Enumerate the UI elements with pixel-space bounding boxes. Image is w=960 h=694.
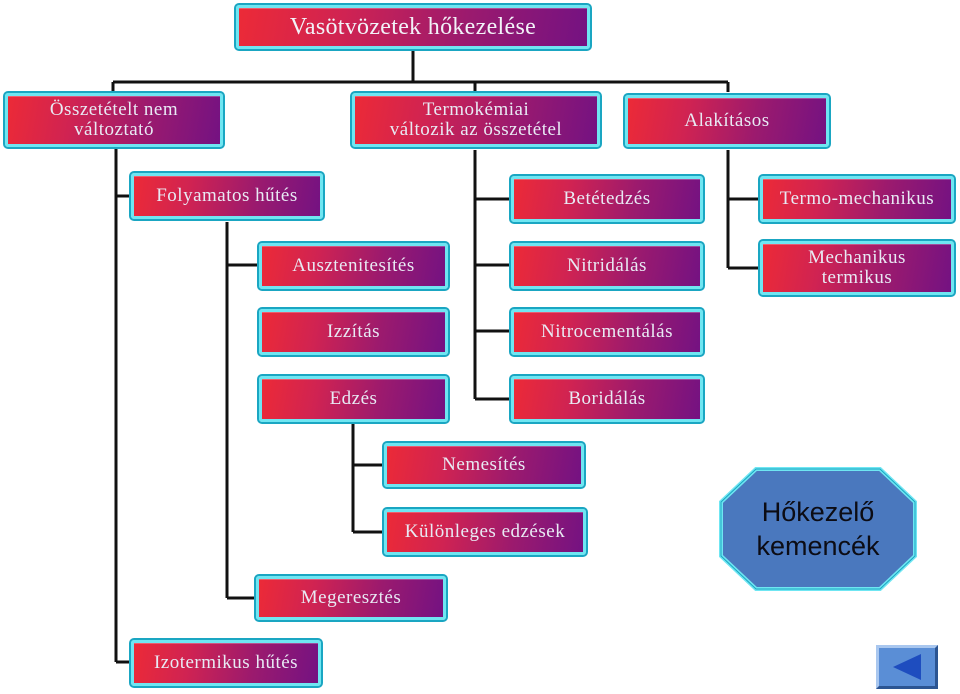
back-button[interactable]: [876, 645, 938, 689]
node-folyamatos-hutes: Folyamatos hűtés: [129, 171, 325, 221]
kemencek-octagon-shape[interactable]: [718, 466, 918, 592]
diagram-title: Vasötvözetek hőkezelése: [234, 3, 592, 51]
node-osszetetelt-nem-valtoztato: Összetételt nem változtató: [3, 91, 225, 149]
node-alakitasos: Alakításos: [623, 93, 831, 149]
node-izzitas: Izzítás: [257, 307, 450, 357]
node-kulonleges-edzesek: Különleges edzések: [382, 507, 588, 557]
node-ausztenitesites: Ausztenitesítés: [257, 241, 450, 291]
node-boridalas: Boridálás: [509, 374, 705, 424]
node-termokemiai: Termokémiai változik az összetétel: [350, 91, 602, 149]
node-nitridalas: Nitridálás: [509, 241, 705, 291]
back-arrow-icon: [893, 654, 921, 680]
node-megeresztes: Megeresztés: [254, 574, 448, 622]
node-nitrocementalas: Nitrocementálás: [509, 307, 705, 357]
node-edzes: Edzés: [257, 374, 450, 424]
node-betetedzes: Betétedzés: [509, 174, 705, 224]
node-izotermikus-hutes: Izotermikus hűtés: [129, 638, 323, 688]
node-termo-mechanikus: Termo-mechanikus: [758, 174, 956, 224]
node-mechanikus-termikus: Mechanikus termikus: [758, 239, 956, 297]
node-nemesites: Nemesítés: [382, 441, 586, 489]
kemencek-link[interactable]: Hőkezelő kemencék: [756, 497, 880, 561]
